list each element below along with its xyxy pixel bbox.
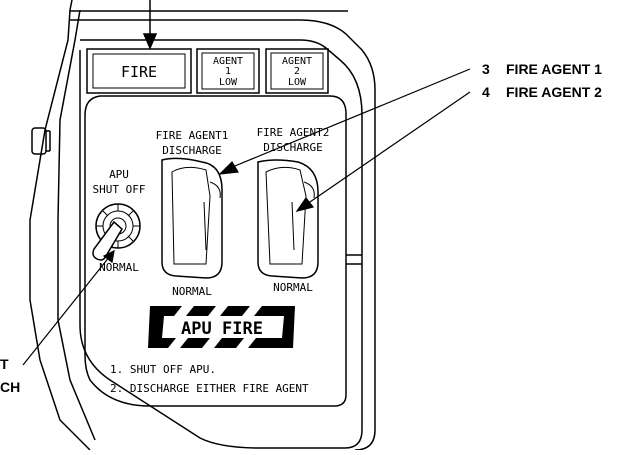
callout-4-number: 4 — [482, 84, 490, 100]
callout-leaders — [22, 68, 471, 366]
fire-light-label: FIRE — [121, 63, 157, 81]
apu-shutoff-switch[interactable]: APU SHUT OFF NORMAL — [92, 168, 146, 274]
agent2-light-line1: AGENT — [282, 56, 312, 67]
callout-left-line1: T — [0, 356, 9, 372]
fire-agent1-discharge-switch[interactable]: FIRE AGENT1 DISCHARGE NORMAL — [156, 129, 229, 298]
instructions: 1. SHUT OFF APU. 2. DISCHARGE EITHER FIR… — [110, 363, 309, 395]
agent1-light-line1: AGENT — [213, 56, 243, 67]
instruction-line2: 2. DISCHARGE EITHER FIRE AGENT — [110, 382, 309, 395]
apu-normal-label: NORMAL — [99, 261, 139, 274]
instruction-line1: 1. SHUT OFF APU. — [110, 363, 216, 376]
agent2-low-light: AGENT 2 LOW — [265, 48, 329, 94]
top-leader-line — [70, 0, 348, 50]
agent1-low-light: AGENT 1 LOW — [196, 48, 260, 94]
agent2-light-line3: LOW — [288, 77, 307, 88]
apu-fire-banner: APU FIRE — [148, 306, 295, 348]
apu-shutoff-label-line2: SHUT OFF — [93, 183, 146, 196]
agent2-label-line1: FIRE AGENT2 — [257, 126, 330, 139]
panel-housing — [70, 19, 376, 451]
callout-3-label: FIRE AGENT 1 — [506, 61, 602, 77]
agent1-light-line2: 1 — [225, 66, 231, 77]
agent1-label-line2: DISCHARGE — [162, 144, 222, 157]
agent1-normal-label: NORMAL — [172, 285, 212, 298]
agent2-label-line2: DISCHARGE — [263, 141, 323, 154]
agent2-light-line2: 2 — [294, 66, 300, 77]
agent1-light-line3: LOW — [219, 77, 238, 88]
apu-fire-banner-text: APU FIRE — [181, 319, 263, 339]
callout-4-label: FIRE AGENT 2 — [506, 84, 602, 100]
agent1-label-line1: FIRE AGENT1 — [156, 129, 229, 142]
fire-agent2-discharge-switch[interactable]: FIRE AGENT2 DISCHARGE NORMAL — [257, 126, 330, 294]
agent2-normal-label: NORMAL — [273, 281, 313, 294]
left-housing — [29, 0, 96, 451]
callout-3-number: 3 — [482, 61, 490, 77]
fire-light: FIRE — [86, 48, 192, 94]
callout-left-line2: CH — [0, 379, 20, 395]
apu-shutoff-label-line1: APU — [109, 168, 129, 181]
